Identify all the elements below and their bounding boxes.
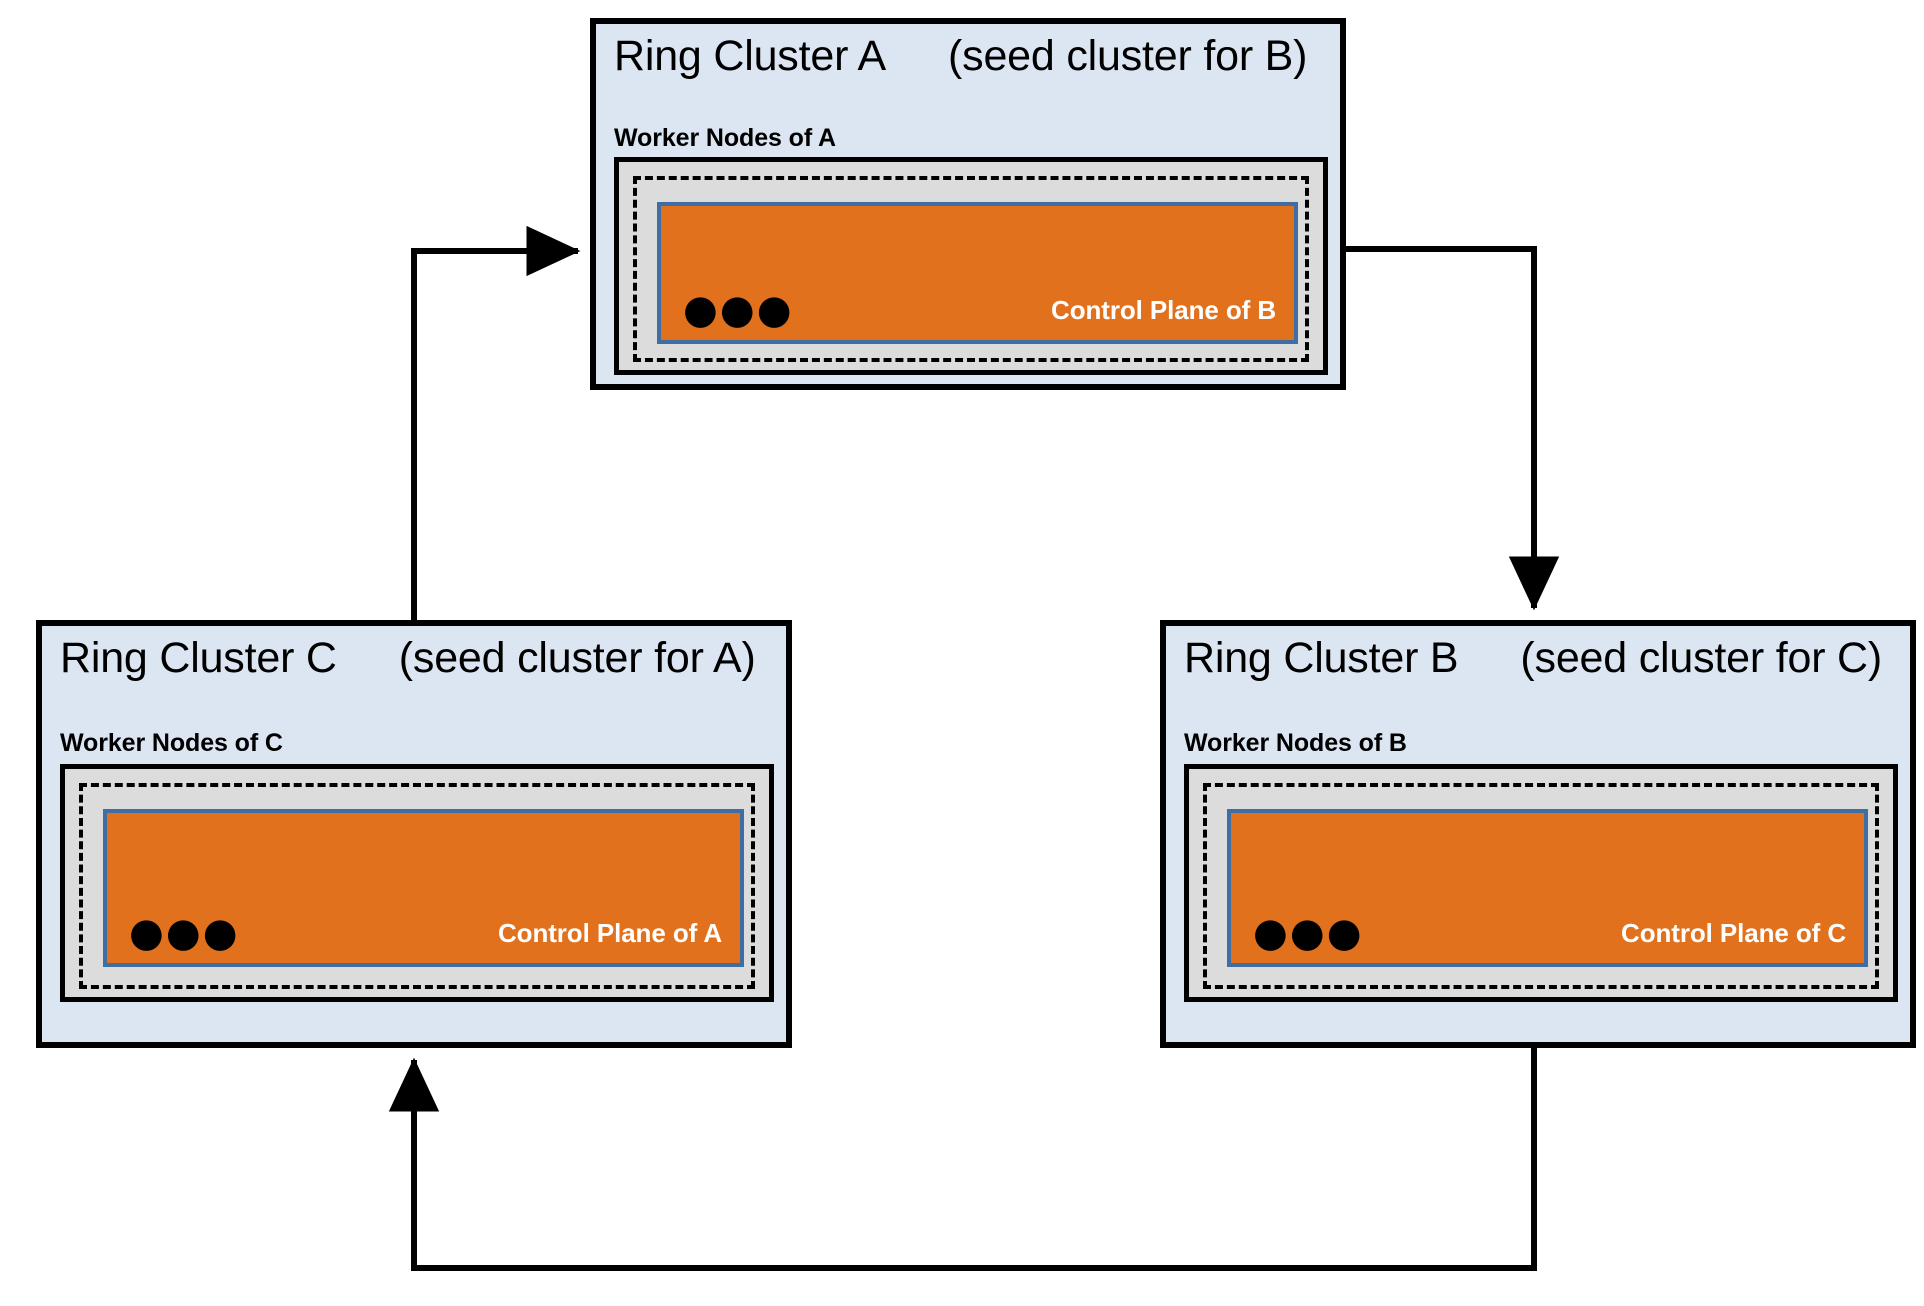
cluster-c-dashed-boundary: ●●● Control Plane of A: [79, 783, 755, 989]
cluster-c-worker-box[interactable]: ●●● Control Plane of A: [60, 764, 774, 1002]
connector-b-to-c: [388, 1048, 1537, 1271]
cluster-b-name: Ring Cluster B: [1184, 634, 1459, 682]
cluster-b-control-plane-label: Control Plane of C: [1621, 918, 1846, 948]
cluster-c-title: Ring Cluster C (seed cluster for A): [60, 634, 776, 683]
ellipsis-icon: ●●●: [683, 287, 794, 333]
connector-a-to-b: [1346, 246, 1560, 611]
cluster-box-c[interactable]: Ring Cluster C (seed cluster for A) Work…: [36, 620, 792, 1048]
cluster-b-title: Ring Cluster B (seed cluster for C): [1184, 634, 1900, 683]
cluster-b-control-plane[interactable]: ●●● Control Plane of C: [1227, 809, 1868, 967]
cluster-a-name: Ring Cluster A: [614, 32, 887, 80]
cluster-c-name: Ring Cluster C: [60, 634, 337, 682]
connector-c-to-a: [411, 225, 581, 620]
cluster-box-a[interactable]: Ring Cluster A (seed cluster for B) Work…: [590, 18, 1346, 390]
cluster-box-b[interactable]: Ring Cluster B (seed cluster for C) Work…: [1160, 620, 1916, 1048]
cluster-a-title: Ring Cluster A (seed cluster for B): [614, 32, 1330, 81]
cluster-c-control-plane[interactable]: ●●● Control Plane of A: [103, 809, 744, 967]
cluster-a-control-plane[interactable]: ●●● Control Plane of B: [657, 202, 1298, 344]
cluster-c-worker-label: Worker Nodes of C: [60, 729, 283, 757]
cluster-a-seed-note: (seed cluster for B): [948, 32, 1308, 80]
cluster-c-control-plane-label: Control Plane of A: [497, 918, 722, 948]
cluster-b-dashed-boundary: ●●● Control Plane of C: [1203, 783, 1879, 989]
cluster-b-worker-label: Worker Nodes of B: [1184, 729, 1407, 757]
cluster-a-worker-box[interactable]: ●●● Control Plane of B: [614, 157, 1328, 375]
cluster-a-worker-label: Worker Nodes of A: [614, 124, 836, 152]
cluster-a-dashed-boundary: ●●● Control Plane of B: [633, 176, 1309, 362]
cluster-c-seed-note: (seed cluster for A): [398, 634, 756, 682]
ellipsis-icon: ●●●: [1253, 910, 1364, 956]
ellipsis-icon: ●●●: [129, 910, 240, 956]
cluster-b-worker-box[interactable]: ●●● Control Plane of C: [1184, 764, 1898, 1002]
cluster-b-seed-note: (seed cluster for C): [1520, 634, 1883, 682]
cluster-a-control-plane-label: Control Plane of B: [1051, 295, 1276, 325]
